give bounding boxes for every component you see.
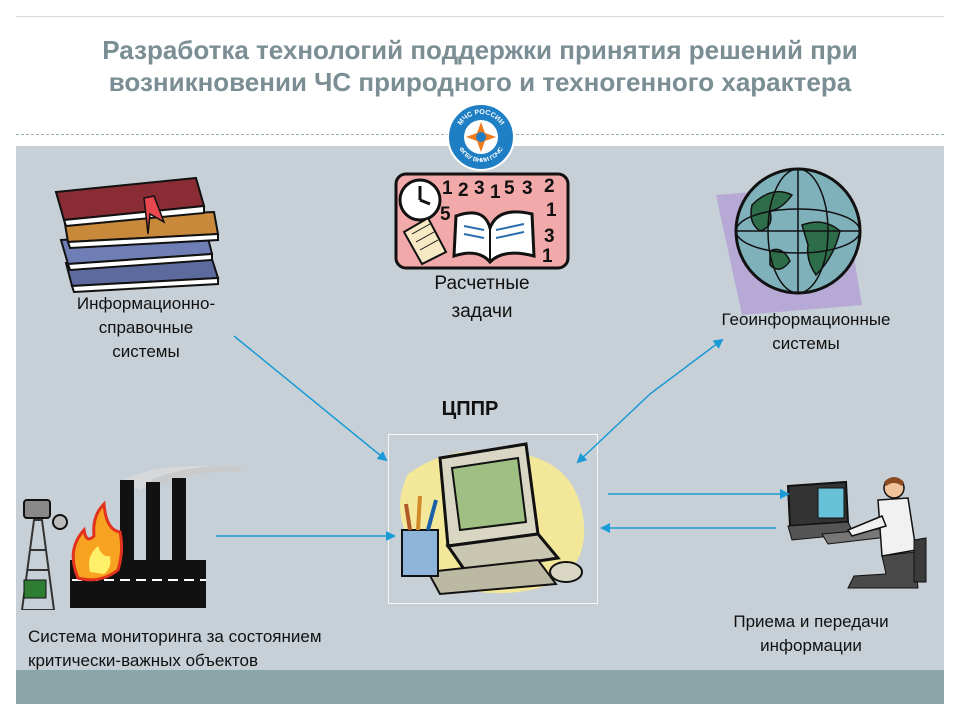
label-transfer: Приема и передачи информации bbox=[696, 610, 926, 658]
books-icon bbox=[54, 176, 220, 293]
label-line: Информационно- bbox=[76, 294, 216, 313]
label-center: ЦППР bbox=[441, 398, 499, 420]
operator-icon bbox=[786, 477, 927, 589]
label-line: критически-важных объектов bbox=[28, 651, 258, 670]
emchs-emblem-icon: МЧС РОССИИ ФГБУ ВНИИ ГОЧС bbox=[447, 103, 515, 171]
label-line: информации bbox=[760, 636, 862, 655]
slide-title-line-1: Разработка технологий поддержки принятия… bbox=[102, 35, 858, 65]
calculation-icon: 1 2 3 1 5 3 2 5 1 3 1 bbox=[394, 172, 570, 270]
label-line: Геоинформационные bbox=[721, 310, 891, 329]
digit: 3 bbox=[522, 178, 533, 199]
digit: 1 bbox=[546, 200, 557, 221]
digit: 1 bbox=[442, 178, 453, 199]
label-calc-tasks: Расчетные задачи bbox=[394, 270, 570, 326]
digit: 2 bbox=[458, 180, 469, 201]
label-monitoring: Система мониторинга за состоянием критич… bbox=[28, 625, 408, 673]
label-line: системы bbox=[772, 334, 840, 353]
slide-footer bbox=[16, 670, 944, 704]
label-geo-systems: Геоинформационные системы bbox=[686, 308, 926, 356]
label-info-systems: Информационно- справочные системы bbox=[44, 292, 248, 364]
slide-title-line-2: возникновении ЧС природного и техногенно… bbox=[108, 67, 852, 97]
factory-icon bbox=[20, 465, 242, 610]
slide-title: Разработка технологий поддержки принятия… bbox=[16, 34, 944, 98]
label-line: Расчетные bbox=[434, 273, 530, 294]
label-line: задачи bbox=[451, 301, 513, 322]
digit: 1 bbox=[542, 246, 553, 267]
digit: 5 bbox=[504, 178, 515, 199]
digit: 1 bbox=[490, 182, 501, 203]
computer-icon bbox=[388, 434, 598, 604]
label-line: системы bbox=[112, 342, 180, 361]
digit: 3 bbox=[474, 178, 485, 199]
label-line: Система мониторинга за состоянием bbox=[28, 627, 322, 646]
digit: 3 bbox=[544, 226, 555, 247]
digit: 5 bbox=[440, 204, 451, 225]
label-line: Приема и передачи bbox=[733, 612, 889, 631]
digit: 2 bbox=[544, 176, 555, 197]
label-line: справочные bbox=[98, 318, 194, 337]
globe-icon bbox=[716, 167, 862, 315]
